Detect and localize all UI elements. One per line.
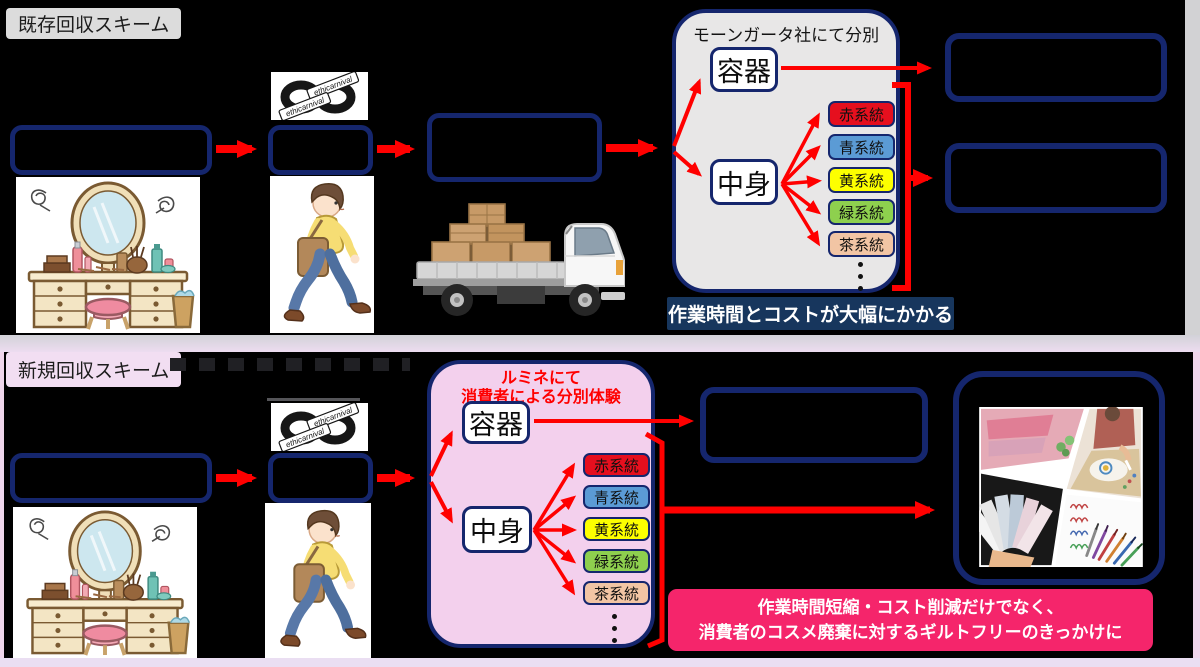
new-scheme-banner: 作業時間短縮・コスト削減だけでなく、 消費者のコスメ廃棄に対するギルトフリーのき… [668,589,1153,651]
category-box-green-existing: 緑系統 [828,199,895,225]
faded-text-remnant [170,358,410,371]
ethicarnival-logo [271,72,368,120]
category-box-brown-new: 茶系統 [583,581,650,605]
category-box-red-new: 赤系統 [583,453,650,477]
right-edge-strip-top [1185,0,1200,335]
photo-frame [953,371,1165,585]
section-separator [0,335,1200,352]
sorter-panel-title-existing: モーンガータ社にて分別 [692,26,880,45]
flow-step-box-2-existing [268,125,373,175]
category-box-blue-existing: 青系統 [828,134,895,160]
flow-step-box-1-existing [10,125,212,175]
container-box-existing: 容器 [710,47,778,92]
sorter-panel-title-new-line1: ルミネにて [500,370,581,387]
existing-scheme-note: 作業時間とコストが大幅にかかる [667,297,954,330]
contents-box-existing: 中身 [710,159,778,205]
flow-step-box-2-new [268,453,373,503]
new-scheme-label: 新規回収スキーム [6,352,182,387]
new-scheme-banner-line1: 作業時間短縮・コスト削減だけでなく、 [757,597,1064,617]
truck-illustration [405,200,625,318]
category-box-red-existing: 赤系統 [828,101,895,127]
left-edge-strip-bottom [0,352,4,658]
category-box-blue-new: 青系統 [583,485,650,509]
category-box-yellow-existing: 黄系統 [828,167,895,193]
category-box-brown-existing: 茶系統 [828,231,895,257]
ellipsis-dots-new [612,614,617,643]
existing-scheme-label: 既存回収スキーム [6,8,182,39]
walking-person-illustration-new [265,503,371,658]
walking-person-illustration-existing [270,176,374,333]
bottom-edge-band [0,658,1200,667]
new-scheme-banner-line2: 消費者のコスメ廃棄に対するギルトフリーのきっかけに [698,623,1123,642]
category-box-yellow-new: 黄系統 [583,517,650,541]
faded-line-remnant [267,398,360,401]
container-box-new: 容器 [462,401,530,444]
vanity-illustration-new [13,507,197,658]
right-edge-strip-bottom [1193,352,1200,658]
category-box-green-new: 緑系統 [583,549,650,573]
vanity-illustration-existing [16,177,200,333]
sorter-panel-title-new-line2: 消費者による分別体験 [461,389,621,406]
flow-step-box-3-existing [427,113,602,182]
ellipsis-dots-existing [858,262,863,291]
output-box-2-existing [945,143,1167,213]
contents-box-new: 中身 [462,506,532,553]
craft-photo-collage [975,407,1147,567]
output-box-new [700,387,928,463]
flow-step-box-1-new [10,453,212,503]
output-box-1-existing [945,33,1167,102]
ethicarnival-logo [271,403,368,451]
